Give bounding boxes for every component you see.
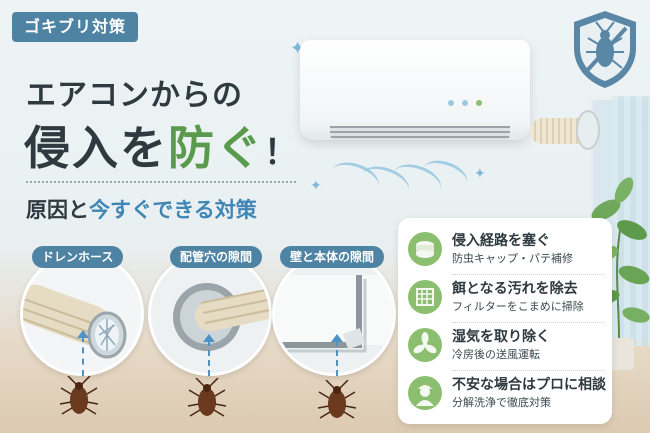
subtitle-part1: 原因と: [26, 198, 89, 222]
tip-title: 湿気を取り除く: [452, 329, 550, 345]
category-tag: ゴキブリ対策: [12, 12, 139, 42]
air-conditioner: [300, 40, 530, 150]
tip-separator: [452, 274, 604, 275]
dotted-divider: [26, 181, 296, 183]
headline-line2: 侵入を防ぐ！: [24, 112, 300, 178]
arrow-head: [331, 334, 343, 342]
circle-label-pipe-hole: 配管穴の隙間: [170, 246, 263, 268]
headline-part2: 防ぐ: [168, 121, 264, 175]
subtitle: 原因と今すぐできる対策: [26, 194, 257, 224]
entry-arrow: [336, 340, 338, 376]
arrow-head: [203, 334, 215, 342]
circle-label-wall-gap: 壁と本体の隙間: [280, 246, 385, 268]
tips-panel: 侵入経路を塞ぐ 防虫キャップ・パテ補修 餌となる汚れを除去 フィルターをこまめに…: [398, 218, 612, 424]
subtitle-part2: 今すぐできる対策: [89, 198, 257, 222]
tip-desc: 防虫キャップ・パテ補修: [452, 252, 573, 265]
wall-gap-illustration: [272, 252, 396, 376]
ac-led: [462, 100, 468, 106]
tip-item: 湿気を取り除く 冷房後の送風運転: [408, 324, 604, 371]
plant-icon: [585, 177, 650, 370]
fan-icon: [408, 328, 442, 362]
ac-vent: [330, 126, 510, 140]
tip-title: 侵入経路を塞ぐ: [452, 233, 550, 249]
headline-line1: エアコンからの: [26, 78, 243, 113]
tip-item: 不安な場合はプロに相談 分解洗浄で徹底対策: [408, 372, 606, 418]
headline-part1: 侵入を: [24, 121, 168, 175]
circle-label-drain-hose: ドレンホース: [32, 246, 124, 268]
filter-icon: [408, 280, 442, 314]
pipe-hole-illustration: [148, 252, 272, 376]
no-cockroach-shield-icon: [574, 11, 636, 88]
entry-arrow: [82, 336, 84, 376]
tip-title: 不安な場合はプロに相談: [452, 377, 606, 393]
tip-separator: [452, 322, 604, 323]
headline-part3: ！: [264, 133, 300, 173]
cockroach-icon: [187, 378, 227, 417]
tip-desc: 分解洗浄で徹底対策: [452, 396, 551, 409]
cap-icon: [408, 232, 442, 266]
sparkle-icon: ✦: [474, 166, 486, 182]
wall-sleeve: [576, 110, 600, 150]
tip-desc: フィルターをこまめに掃除: [452, 300, 584, 313]
cockroach-icon: [59, 376, 99, 415]
tip-desc: 冷房後の送風運転: [452, 348, 540, 361]
sparkle-icon: ✦: [310, 178, 322, 194]
arrow-head: [77, 330, 89, 338]
technician-icon: [408, 376, 442, 410]
tip-item: 餌となる汚れを除去 フィルターをこまめに掃除: [408, 276, 604, 323]
ac-led: [448, 100, 454, 106]
entry-arrow: [208, 340, 210, 376]
tip-separator: [452, 370, 604, 371]
tip-item: 侵入経路を塞ぐ 防虫キャップ・パテ補修: [408, 228, 604, 275]
cockroach-icon: [317, 380, 357, 419]
tip-title: 餌となる汚れを除去: [452, 281, 578, 297]
ac-body: [300, 40, 530, 140]
ac-led: [476, 100, 482, 106]
